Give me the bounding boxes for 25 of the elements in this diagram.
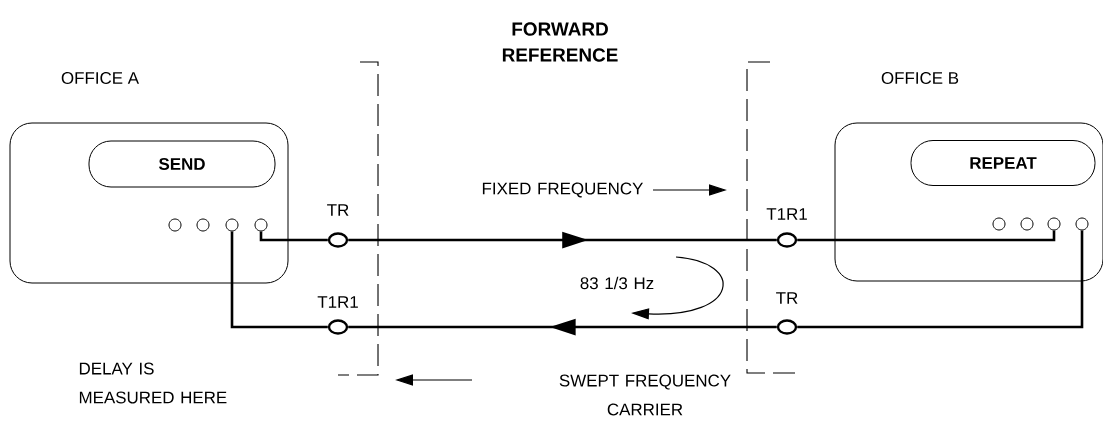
jack — [254, 218, 268, 232]
note: DELAY IS MEASURED HERE — [79, 362, 227, 404]
mode-button: REPEAT — [910, 140, 1096, 186]
jack — [196, 218, 210, 232]
office-heading: OFFICE A — [61, 72, 139, 84]
signal-line — [259, 231, 328, 242]
test-point-label: TR — [327, 204, 349, 216]
signal-line — [230, 231, 328, 329]
freq-label: 83 1/3 Hz — [580, 276, 654, 290]
signal-line — [797, 230, 1056, 242]
signal-line — [797, 230, 1084, 329]
test-point-label: T1R1 — [766, 208, 807, 220]
jack — [1020, 217, 1034, 231]
freq-label: SWEPT FREQUENCY CARRIER — [559, 374, 731, 416]
jack — [225, 218, 239, 232]
freq-label: FIXED FREQUENCY — [482, 182, 643, 198]
jack — [1047, 217, 1061, 231]
mode-button: SEND — [88, 140, 276, 188]
title: FORWARD REFERENCE — [502, 22, 618, 62]
jack — [1075, 217, 1089, 231]
test-point-label: TR — [776, 292, 798, 304]
jack — [992, 217, 1006, 231]
office-heading: OFFICE B — [881, 72, 959, 84]
jack — [168, 218, 182, 232]
test-point-label: T1R1 — [317, 296, 358, 308]
